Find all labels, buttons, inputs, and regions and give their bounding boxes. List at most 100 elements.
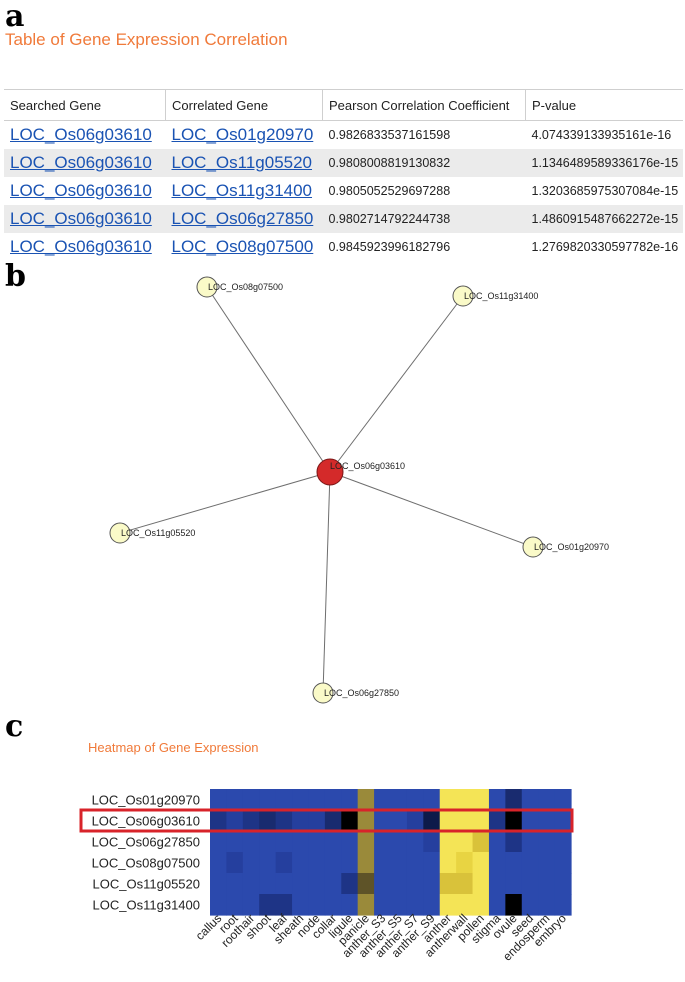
heatmap-cell bbox=[275, 810, 293, 832]
heatmap-cell bbox=[456, 852, 474, 874]
searched-gene-link[interactable]: LOC_Os06g03610 bbox=[10, 181, 152, 200]
heatmap-cell bbox=[259, 894, 277, 916]
heatmap-cell bbox=[390, 831, 408, 853]
heatmap-row-label: LOC_Os11g31400 bbox=[93, 898, 200, 913]
heatmap-cell bbox=[292, 894, 310, 916]
correlated-gene-link[interactable]: LOC_Os01g20970 bbox=[171, 125, 314, 144]
heatmap-cell bbox=[538, 852, 556, 874]
heatmap-cell bbox=[554, 852, 572, 874]
heatmap-cell bbox=[259, 789, 277, 811]
heatmap-cell bbox=[210, 810, 228, 832]
network-node[interactable] bbox=[312, 682, 334, 704]
heatmap-cell bbox=[308, 873, 326, 895]
p-value: 1.4860915487662272e-15 bbox=[525, 205, 683, 233]
network-node[interactable] bbox=[109, 522, 131, 544]
heatmap-cell bbox=[259, 810, 277, 832]
heatmap-cell bbox=[456, 894, 474, 916]
heatmap-cell bbox=[406, 852, 424, 874]
heatmap-cell bbox=[390, 852, 408, 874]
heatmap-cell bbox=[226, 873, 244, 895]
heatmap-cell bbox=[505, 789, 523, 811]
heatmap-cell bbox=[324, 810, 342, 832]
network-edge bbox=[329, 295, 464, 473]
p-value: 1.3203685975307084e-15 bbox=[531, 184, 679, 198]
correlated-gene-link[interactable]: LOC_Os08g07500 bbox=[171, 237, 314, 256]
heatmap-cell bbox=[374, 873, 392, 895]
heatmap-cell bbox=[292, 852, 310, 874]
heatmap-cell bbox=[538, 789, 556, 811]
pearson-value: 0.9808008819130832 bbox=[322, 149, 526, 177]
searched-gene-link[interactable]: LOC_Os06g03610 bbox=[10, 153, 152, 172]
heatmap-cell bbox=[488, 852, 506, 874]
heatmap-cell bbox=[275, 852, 293, 874]
correlated-gene-link[interactable]: LOC_Os11g05520 bbox=[171, 153, 313, 172]
pearson-value: 0.9845923996182796 bbox=[328, 240, 451, 254]
network-node[interactable] bbox=[452, 285, 474, 307]
heatmap-cell bbox=[521, 810, 539, 832]
heatmap-cell bbox=[308, 810, 326, 832]
network-node-label: LOC_Os11g05520 bbox=[121, 528, 195, 538]
network-node[interactable] bbox=[522, 536, 544, 558]
heatmap-cell bbox=[357, 831, 375, 853]
heatmap-cell bbox=[242, 894, 260, 916]
network-edge bbox=[322, 471, 331, 694]
p-value: 1.2769820330597782e-16 bbox=[531, 240, 679, 254]
heatmap-cell bbox=[308, 831, 326, 853]
heatmap-cell bbox=[374, 831, 392, 853]
searched-gene-link[interactable]: LOC_Os06g03610 bbox=[10, 237, 152, 256]
heatmap-cell bbox=[259, 852, 277, 874]
searched-gene-link[interactable]: LOC_Os06g03610 bbox=[10, 125, 152, 144]
heatmap-cell bbox=[505, 810, 523, 832]
heatmap-cell bbox=[324, 852, 342, 874]
heatmap-cell bbox=[554, 810, 572, 832]
correlation-table: Searched Gene Correlated Gene Pearson Co… bbox=[4, 89, 683, 261]
heatmap-cell bbox=[324, 894, 342, 916]
heatmap-cell bbox=[423, 873, 441, 895]
heatmap-cell bbox=[341, 873, 359, 895]
heatmap-cell bbox=[521, 894, 539, 916]
heatmap-row-label: LOC_Os01g20970 bbox=[92, 793, 200, 808]
heatmap-cell bbox=[374, 894, 392, 916]
heatmap-cell bbox=[292, 789, 310, 811]
heatmap-cell bbox=[456, 810, 474, 832]
heatmap-cell bbox=[505, 894, 523, 916]
heatmap-row-label: LOC_Os11g05520 bbox=[93, 877, 200, 892]
network-center-node[interactable] bbox=[316, 458, 344, 486]
heatmap-cell bbox=[374, 789, 392, 811]
network-node-label: LOC_Os11g31400 bbox=[464, 291, 538, 301]
heatmap-cell bbox=[406, 831, 424, 853]
correlated-gene-link[interactable]: LOC_Os06g27850 bbox=[171, 209, 314, 228]
heatmap-cell bbox=[406, 810, 424, 832]
heatmap-cell bbox=[456, 789, 474, 811]
heatmap-cell bbox=[521, 873, 539, 895]
heatmap-cell bbox=[554, 789, 572, 811]
heatmap-row-label: LOC_Os08g07500 bbox=[92, 856, 200, 871]
correlated-gene-link[interactable]: LOC_Os11g31400 bbox=[171, 181, 313, 200]
searched-gene-link[interactable]: LOC_Os06g03610 bbox=[10, 209, 152, 228]
heatmap-cell bbox=[390, 873, 408, 895]
heatmap-cell bbox=[210, 852, 228, 874]
heatmap-cell bbox=[488, 810, 506, 832]
heatmap-cell bbox=[554, 831, 572, 853]
heatmap-cell bbox=[439, 810, 457, 832]
network-node[interactable] bbox=[196, 276, 218, 298]
heatmap-row-label: LOC_Os06g03610 bbox=[92, 814, 200, 829]
network-edge bbox=[206, 286, 331, 473]
heatmap-cell bbox=[341, 810, 359, 832]
heatmap-cell bbox=[226, 810, 244, 832]
heatmap-cell bbox=[439, 894, 457, 916]
heatmap-cell bbox=[472, 852, 490, 874]
heatmap-title: Heatmap of Gene Expression bbox=[88, 740, 259, 755]
heatmap-cell bbox=[505, 852, 523, 874]
pearson-value: 0.9805052529697288 bbox=[328, 184, 451, 198]
panel-label-c: c bbox=[5, 709, 24, 744]
heatmap-cell bbox=[357, 789, 375, 811]
heatmap-cell bbox=[538, 894, 556, 916]
heatmap-cell bbox=[292, 810, 310, 832]
heatmap-cell bbox=[472, 831, 490, 853]
heatmap-cell bbox=[357, 873, 375, 895]
heatmap-cell bbox=[538, 831, 556, 853]
heatmap-cell bbox=[242, 789, 260, 811]
table-row: LOC_Os06g03610 LOC_Os06g27850 0.98027147… bbox=[4, 205, 683, 233]
